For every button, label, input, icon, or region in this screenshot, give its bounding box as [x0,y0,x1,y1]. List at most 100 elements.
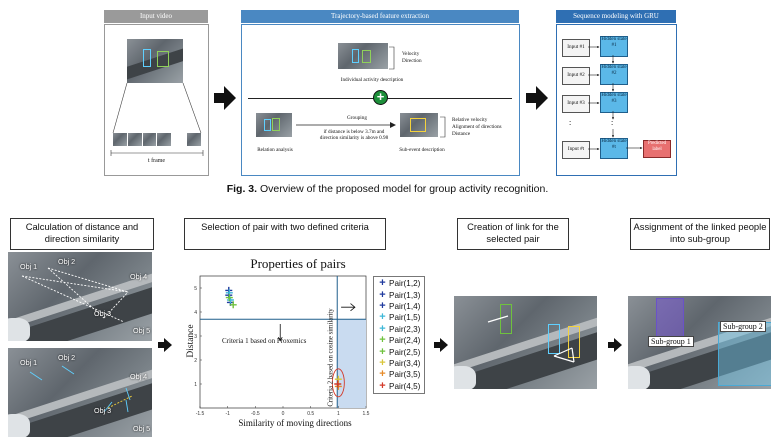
plus-circle-icon: + [373,90,388,105]
grouping-condition-2: direction similarity is above 0.98 [319,135,389,141]
grouping-label: Grouping [347,115,367,121]
legend-label: Pair(1,4) [389,301,421,311]
legend-label: Pair(4,5) [389,381,421,391]
predicted-label-box: Predicted label [643,140,671,158]
relative-velocity-label: Relative velocity [452,117,488,123]
stage3-title: Creation of link for the selected pair [457,218,569,250]
hidden-state-3: Hidden state #3 [600,92,628,113]
legend-marker: + [379,345,386,358]
scene-direction-bottom: Obj 1 Obj 2 Obj 4 Obj 3 Obj 5 [8,348,152,437]
zoom-lines [110,82,204,156]
legend-marker: + [379,379,386,392]
hidden-dots: : [611,118,614,127]
frame-strip [113,133,201,146]
scatter-point [334,380,342,388]
y-tick-label: 2 [194,358,197,364]
subevent-desc-label: Sub-event description [399,147,445,153]
selection-ellipse [331,368,345,398]
legend-label: Pair(2,4) [389,336,421,346]
obj-4-label-b: Obj 4 [130,372,148,381]
scene-subgroup: Sub-group 1 Sub-group 2 [628,296,771,389]
pair-chart: Properties of pairs Distance Similarity … [180,256,430,440]
relation-analysis-label: Relation analysis [257,147,293,153]
legend-entry: +Pair(2,4) [376,335,422,346]
legend-label: Pair(2,5) [389,347,421,357]
input-video-panel: t frame [104,24,209,176]
legend-entry: +Pair(3,4) [376,356,422,369]
x-tick-label: -1 [225,411,230,417]
individual-frame [338,43,388,69]
velocity-label: Velocity [402,51,420,57]
grouping-condition-1: if distance is below 3.7m and [323,129,385,135]
legend-label: Pair(3,4) [389,358,421,368]
legend-entry: +Pair(3,5) [376,369,422,380]
grouping-arrow [296,122,396,128]
obj-5-label-b: Obj 5 [133,424,151,433]
relation-frame [256,113,292,137]
gru-input-2: Input #2 [562,67,590,85]
x-tick-label: -1.5 [196,411,205,417]
caption-text: Overview of the proposed model for group… [259,183,549,195]
stage2-title: Selection of pair with two defined crite… [184,218,386,250]
scatter-point [225,294,233,302]
legend-marker: + [379,334,386,347]
x-tick-label: -0.5 [251,411,260,417]
chart-title: Properties of pairs [250,256,346,271]
legend-label: Pair(1,2) [389,279,421,289]
arrow-2 [526,86,548,115]
x-tick-label: 1.5 [363,411,370,417]
figure-caption: Fig. 3. Overview of the proposed model f… [0,183,775,195]
obj-3-label-b: Obj 3 [94,406,112,415]
chart-xlabel: Similarity of moving directions [238,418,352,428]
x-tick-label: 0.5 [307,411,314,417]
legend-marker: + [379,288,386,301]
video-frame-large [127,39,183,83]
legend-label: Pair(1,3) [389,290,421,300]
distance-label: Distance [452,131,471,137]
scatter-point [229,301,237,309]
scene-distance-top: Obj 1 Obj 2 Obj 4 Obj 3 Obj 5 [8,252,152,341]
obj-2-label: Obj 2 [58,257,76,266]
legend-entry: +Pair(2,5) [376,346,422,357]
subgroup1-box [656,298,684,340]
legend-entry: +Pair(4,5) [376,379,422,392]
gru-arrows [588,45,643,151]
criteria2-arrow [341,303,356,312]
gru-input-t: Input #t [562,141,590,159]
gru-input-dots: : [569,118,572,127]
legend-entry: +Pair(1,3) [376,289,422,300]
criteria1-label: Criteria 1 based on Proxemics [222,337,307,345]
legend-entry: +Pair(1,5) [376,312,422,323]
arrow-stage-1 [158,338,172,352]
legend-label: Pair(2,3) [389,324,421,334]
t-frame-label: t frame [147,158,166,164]
y-tick-label: 5 [194,286,197,292]
legend-marker: + [379,299,386,312]
legend-marker: + [379,368,386,381]
obj-1-label-b: Obj 1 [20,358,38,367]
legend-marker: + [379,356,386,369]
direction-label: Direction [402,58,422,64]
subgroup2-box [718,322,771,386]
arrow-1 [214,86,236,115]
legend-entry: +Pair(1,2) [376,278,422,289]
criteria2-label: Criteria 2 based on cosine similarity [327,308,335,407]
x-tick-label: 0 [282,411,285,417]
stage1-title: Calculation of distance and direction si… [10,218,154,250]
x-tick-label: 1 [337,411,340,417]
gru-header: Sequence modeling with GRU [556,10,676,23]
trajectory-header: Trajectory-based feature extraction [241,10,519,23]
obj-5-label: Obj 5 [133,326,151,335]
legend-marker: + [379,311,386,324]
criteria1-arrow [277,324,283,342]
obj-1-label: Obj 1 [20,262,38,271]
legend-marker: + [379,322,386,335]
gru-panel: Input #1 Input #2 Input #3 : Input #t Hi… [556,24,677,176]
caption-label: Fig. 3. [226,183,258,195]
legend-label: Pair(1,5) [389,313,421,323]
arrow-stage-2 [434,338,448,352]
scene-link [454,296,597,389]
obj-3-label: Obj 3 [94,309,112,318]
subgroup1-label: Sub-group 1 [648,336,694,347]
